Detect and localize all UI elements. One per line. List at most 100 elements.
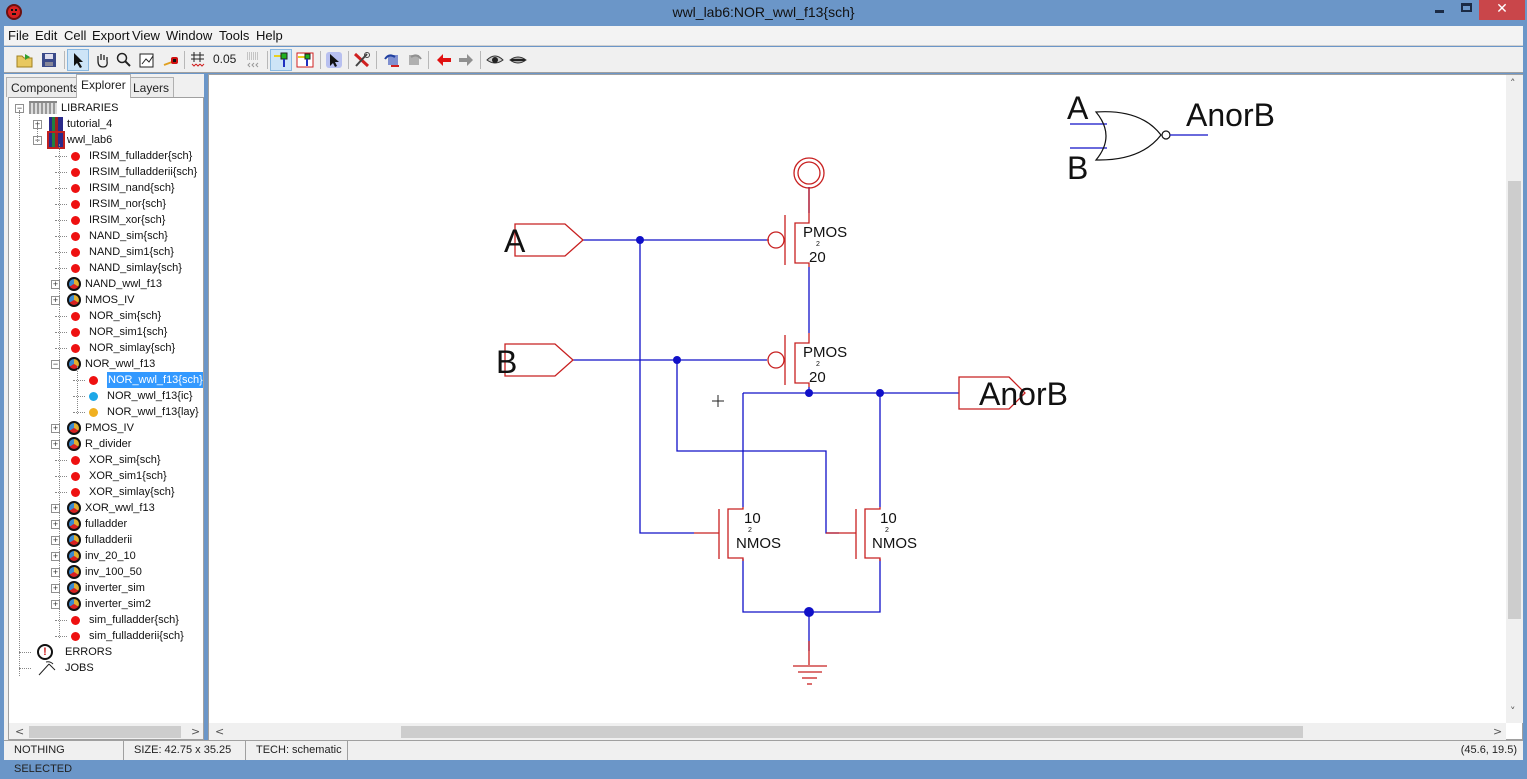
tree-item[interactable]: −LIBRARIES [9,100,203,116]
tree-item[interactable]: +inv_100_50 [9,564,203,580]
special-select-button[interactable] [323,49,345,71]
nmos-transistor-1[interactable] [694,507,744,561]
measure-button[interactable] [160,49,182,71]
menu-view[interactable]: View [132,28,160,43]
tree-item[interactable]: +inverter_sim2 [9,596,203,612]
pan-mode-button[interactable] [91,49,113,71]
menu-export[interactable]: Export [92,28,130,43]
tree-item[interactable]: +inv_20_10 [9,548,203,564]
outline-edit-button[interactable] [136,49,158,71]
tree-item[interactable]: +fulladderii [9,532,203,548]
undo-button[interactable] [381,49,403,71]
hide-button[interactable] [507,49,529,71]
open-library-button[interactable] [14,49,36,71]
canvas-horizontal-scrollbar[interactable]: < > [209,723,1506,740]
nor-icon-symbol[interactable]: A B AnorB [1067,90,1275,186]
tree-item[interactable]: sim_fulladderii{sch} [9,628,203,644]
wire-a-to-nmos1[interactable] [639,240,694,534]
vdd-symbol[interactable] [793,157,825,213]
app-icon[interactable] [6,4,22,20]
export-pin-anorb[interactable] [958,376,1026,410]
menu-file[interactable]: File [8,28,29,43]
tree-item[interactable]: NOR_sim1{sch} [9,324,203,340]
tree-item[interactable]: IRSIM_fulladder{sch} [9,148,203,164]
tree-horizontal-scrollbar[interactable]: < > [9,723,203,739]
schematic-editor[interactable]: A B AnorB PMOS 2 20 PMOS 2 20 10 2 NMOS … [208,74,1523,740]
schematic-canvas[interactable]: A B AnorB PMOS 2 20 PMOS 2 20 10 2 NMOS … [209,75,1506,723]
tree-item[interactable]: +inverter_sim [9,580,203,596]
tab-components[interactable]: Components [6,77,85,97]
menu-cell[interactable]: Cell [64,28,87,43]
zoom-mode-button[interactable] [113,49,135,71]
canvas-vscroll-thumb[interactable] [1508,181,1521,619]
tree-item[interactable]: NOR_simlay{sch} [9,340,203,356]
menu-window[interactable]: Window [166,28,213,43]
grid-larger-button[interactable] [187,49,209,71]
tree-item[interactable]: !ERRORS [9,644,203,660]
show-all-button[interactable] [484,49,506,71]
tree-item[interactable]: XOR_sim1{sch} [9,468,203,484]
export-pin-a[interactable] [514,223,584,257]
tree-item[interactable]: NOR_sim{sch} [9,308,203,324]
tree-item[interactable]: IRSIM_nor{sch} [9,196,203,212]
cell-group-icon [67,437,81,451]
tree-item[interactable]: +R_divider [9,436,203,452]
tree-item[interactable]: IRSIM_fulladderii{sch} [9,164,203,180]
maximize-button[interactable] [1455,0,1477,20]
tab-explorer[interactable]: Explorer [76,74,131,98]
canvas-vertical-scrollbar[interactable]: ˄ ˅ [1506,75,1523,723]
canvas-scroll-left-icon[interactable]: < [215,725,225,738]
scroll-right-icon[interactable]: > [191,725,201,738]
close-button[interactable]: ✕ [1479,0,1525,20]
tree-item[interactable]: +NMOS_IV [9,292,203,308]
select-mode-button[interactable] [67,49,89,71]
tree-item[interactable]: NAND_sim1{sch} [9,244,203,260]
save-button[interactable] [38,49,60,71]
tree-item[interactable]: NOR_wwl_f13{ic} [9,388,203,404]
tools-button[interactable] [351,49,373,71]
tree-item[interactable]: NAND_simlay{sch} [9,260,203,276]
tab-layers[interactable]: Layers [128,77,175,97]
tree-connector [19,652,31,653]
canvas-hscroll-thumb[interactable] [401,726,1303,738]
tree-item[interactable]: IRSIM_nand{sch} [9,180,203,196]
tree-item[interactable]: NAND_sim{sch} [9,228,203,244]
tree-scroll-thumb[interactable] [29,726,181,738]
menu-help[interactable]: Help [256,28,283,43]
tree-item[interactable]: +NAND_wwl_f13 [9,276,203,292]
library-icon [49,117,63,131]
tree-item[interactable]: XOR_sim{sch} [9,452,203,468]
wire-nmos-sources[interactable] [742,559,881,613]
menu-tools[interactable]: Tools [219,28,250,43]
tree-item[interactable]: +XOR_wwl_f13 [9,500,203,516]
export-pin-b[interactable] [504,343,574,377]
schematic-view-icon [71,632,80,641]
tree-item[interactable]: JOBS [9,660,203,676]
redo-button[interactable] [403,49,425,71]
pmos-transistor-1[interactable] [767,213,810,267]
menu-edit[interactable]: Edit [35,28,58,43]
scroll-down-icon[interactable]: ˅ [1510,705,1516,718]
scroll-up-icon[interactable]: ˄ [1510,77,1516,90]
ground-symbol[interactable] [793,641,827,685]
go-forward-button[interactable] [455,49,477,71]
grid-smaller-button[interactable] [242,49,264,71]
tree-item[interactable]: +PMOS_IV [9,420,203,436]
tree-item[interactable]: +fulladder [9,516,203,532]
scroll-left-icon[interactable]: < [15,725,25,738]
tree-item[interactable]: +tutorial_4 [9,116,203,132]
tree-item[interactable]: −NOR_wwl_f13 [9,356,203,372]
select-objects-button[interactable] [270,49,292,71]
tree-item[interactable]: NOR_wwl_f13{lay} [9,404,203,420]
canvas-scroll-right-icon[interactable]: > [1493,725,1503,738]
select-area-button[interactable] [294,49,316,71]
tree-item[interactable]: −wwl_lab6 [9,131,203,149]
minimize-button[interactable] [1428,0,1450,20]
tree-item[interactable]: NOR_wwl_f13{sch} [9,371,203,389]
go-back-button[interactable] [433,49,455,71]
tree-item[interactable]: XOR_simlay{sch} [9,484,203,500]
tree-item[interactable]: IRSIM_xor{sch} [9,212,203,228]
tree-item[interactable]: sim_fulladder{sch} [9,612,203,628]
pmos-transistor-2[interactable] [767,333,810,387]
nmos-transistor-2[interactable] [826,507,881,561]
